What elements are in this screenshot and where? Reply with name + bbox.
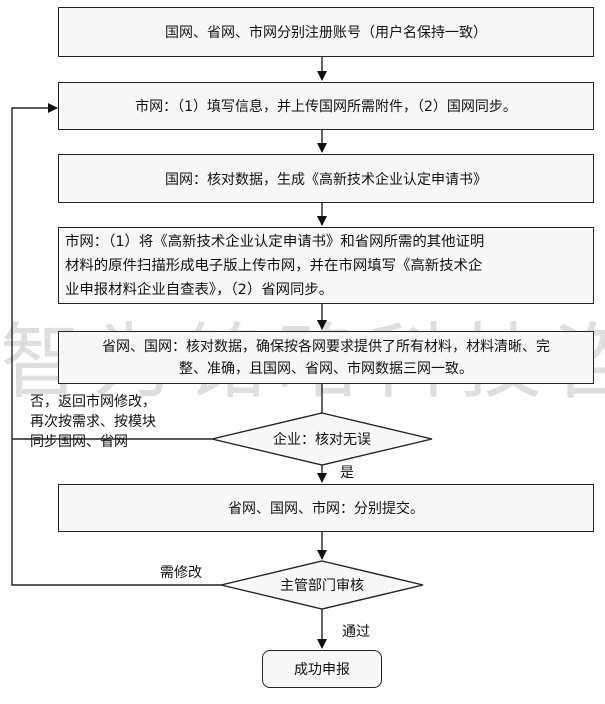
pass-label: 通过	[342, 624, 370, 640]
step-city-fill: 市网：（1）填写信息，并上传国网所需附件，（2）国网同步。	[58, 82, 594, 130]
step-verify-data-line-2: 整、准确，且国网、省网、市网数据三网一致。	[179, 360, 473, 377]
no-branch-line-2: 再次按需求、按模块	[30, 414, 156, 430]
step-submit-text: 省网、国网、市网：分别提交。	[228, 501, 424, 517]
step-register-accounts: 国网、省网、市网分别注册账号（用户名保持一致）	[58, 7, 594, 57]
step-city-upload-line-2: 材料的原件扫描形成电子版上传市网，并在市网填写《高新技术企	[65, 257, 483, 274]
step-national-check: 国网：核对数据，生成《高新技术企业认定申请书》	[58, 154, 594, 203]
step-verify-data: 省网、国网：核对数据，确保按各网要求提供了所有材料，材料清晰、完 整、准确，且国…	[58, 331, 594, 384]
decision2-diamond	[220, 560, 424, 610]
step-register-accounts-text: 国网、省网、市网分别注册账号（用户名保持一致）	[165, 25, 487, 41]
step-submit: 省网、国网、市网：分别提交。	[58, 484, 594, 532]
step-city-upload: 市网：（1）将《高新技术企业认定申请书》和省网所需的其他证明 材料的原件扫描形成…	[58, 227, 594, 304]
yes-label: 是	[340, 465, 354, 481]
decision1-label: 企业：核对无误	[273, 432, 371, 448]
step-city-fill-text: 市网：（1）填写信息，并上传国网所需附件，（2）国网同步。	[135, 99, 517, 115]
revise-label: 需修改	[160, 565, 202, 581]
decision2-label: 主管部门审核	[280, 578, 364, 594]
step-city-upload-line-3: 业申报材料企业自查表》，（2）省网同步。	[65, 281, 334, 298]
loop-line-d2	[11, 103, 221, 586]
step-national-check-text: 国网：核对数据，生成《高新技术企业认定申请书》	[165, 171, 487, 188]
end-success-text: 成功申报	[294, 662, 350, 678]
step-verify-data-line-1: 省网、国网：核对数据，确保按各网要求提供了所有材料，材料清晰、完	[102, 338, 550, 355]
no-branch-label: 否，返回市网修改， 再次按需求、按模块 同步国网、省网	[30, 392, 156, 452]
end-success: 成功申报	[262, 650, 382, 688]
no-branch-line-3: 同步国网、省网	[30, 434, 128, 450]
step-city-upload-line-1: 市网：（1）将《高新技术企业认定申请书》和省网所需的其他证明	[65, 233, 485, 250]
decision1-diamond	[211, 412, 433, 466]
no-branch-line-1: 否，返回市网修改，	[30, 394, 156, 410]
